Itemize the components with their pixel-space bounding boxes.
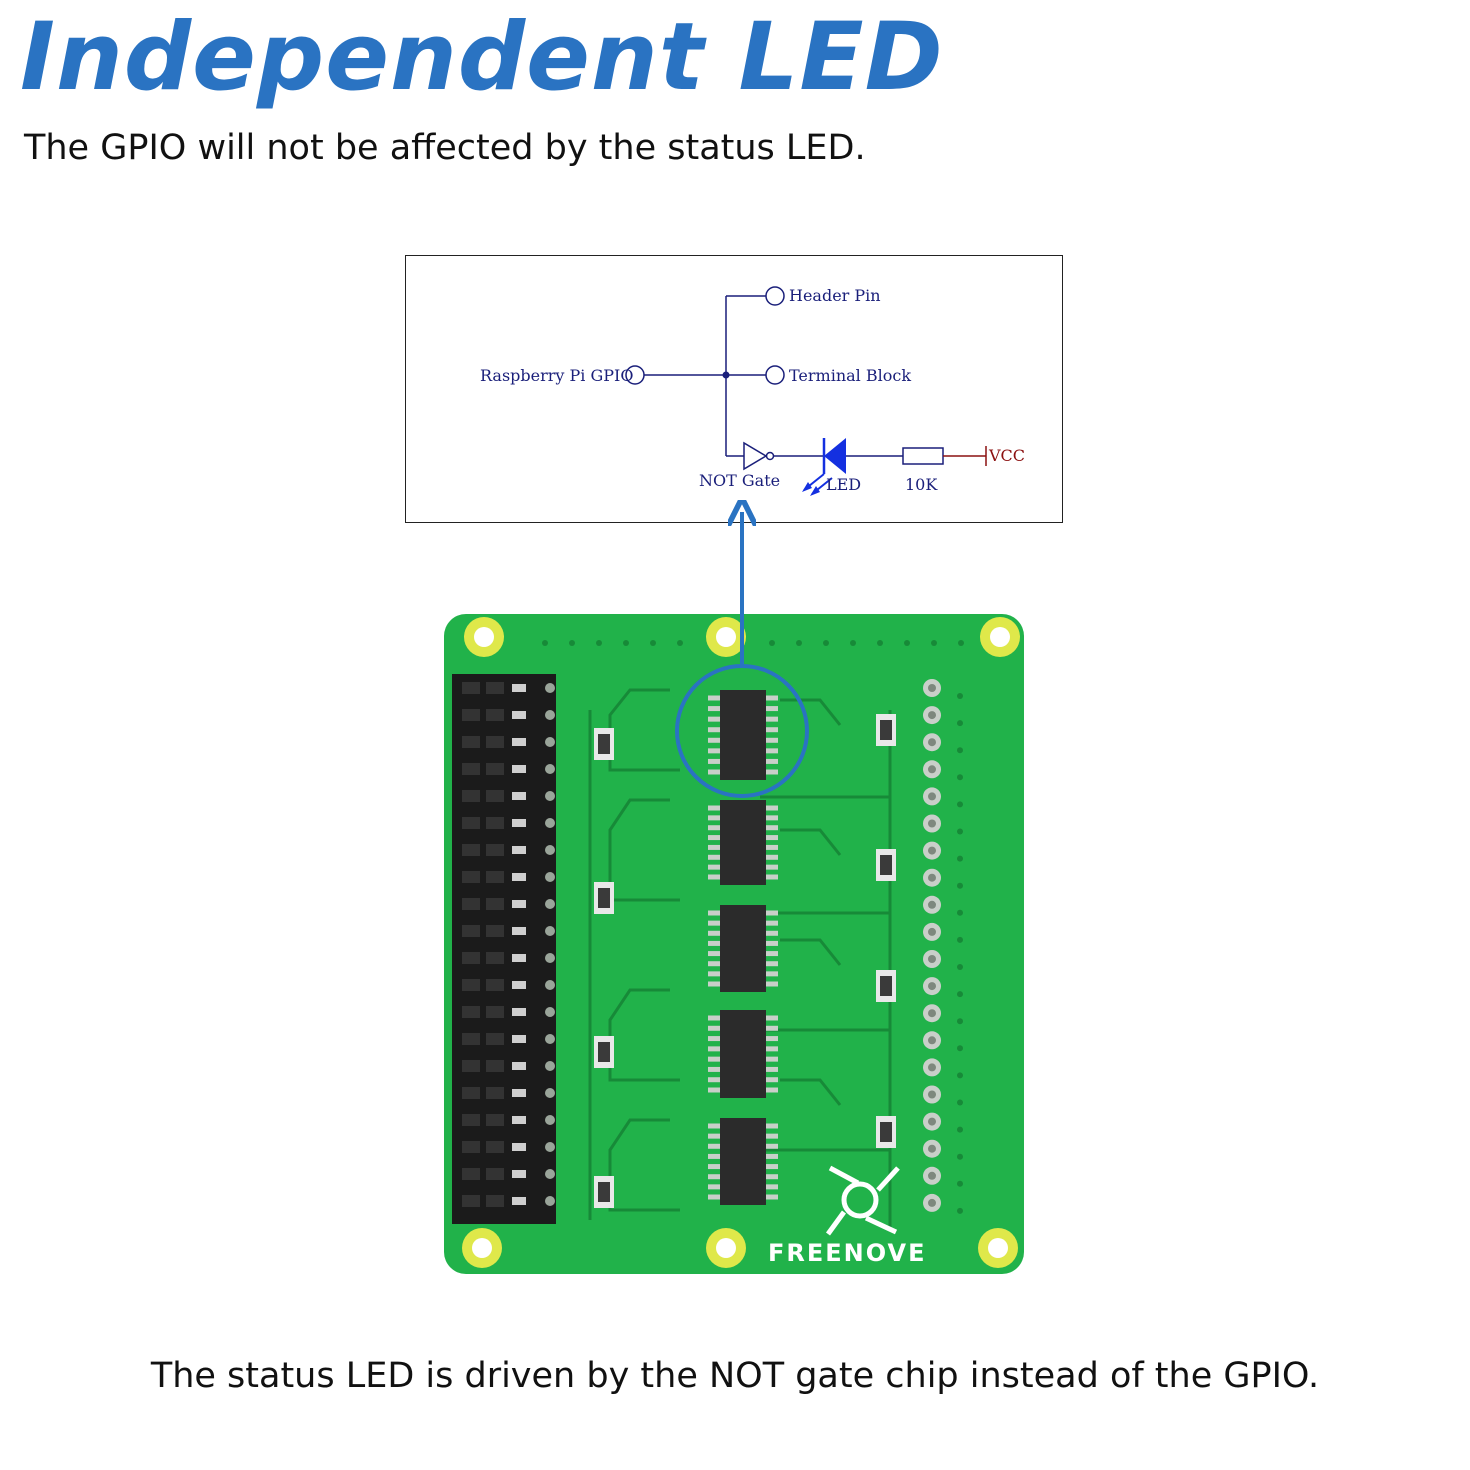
header-pins xyxy=(462,682,555,1207)
freenove-logo-icon xyxy=(825,1165,900,1236)
page-caption: The status LED is driven by the NOT gate… xyxy=(150,1356,1320,1396)
mounting-holes xyxy=(462,617,1020,1268)
freenove-logo-text: FREENOVE xyxy=(768,1239,926,1267)
gpio-terminal xyxy=(625,365,645,385)
not-gate-symbol xyxy=(743,441,768,471)
gpio-label: Raspberry Pi GPIO xyxy=(480,366,634,385)
resistors xyxy=(594,714,896,1208)
right-via-column xyxy=(957,693,963,1214)
header-pin-label: Header Pin xyxy=(789,286,881,305)
schematic-drawing: Raspberry Pi GPIO Header Pin Terminal Bl… xyxy=(480,286,1025,496)
resistor-label: 10K xyxy=(905,475,938,494)
page-title: Independent LED xyxy=(20,3,944,112)
not-gate-label: NOT Gate xyxy=(699,471,780,490)
led-label: LED xyxy=(826,475,861,494)
not-gate-bubble xyxy=(765,451,775,461)
vcc-symbol xyxy=(943,446,987,466)
resistor-symbol xyxy=(902,447,944,465)
vcc-label: VCC xyxy=(988,446,1025,465)
top-via-row xyxy=(542,640,964,646)
header-pin-terminal xyxy=(765,286,785,306)
page-subtitle: The GPIO will not be affected by the sta… xyxy=(24,128,866,168)
terminal-pads xyxy=(923,679,941,1212)
junction-dot xyxy=(722,371,730,379)
pcb-board-illustration: FREENOVE xyxy=(400,500,1080,1294)
led-symbol xyxy=(802,438,846,496)
terminal-block-label: Terminal Block xyxy=(789,366,911,385)
circuit-schematic: Raspberry Pi GPIO Header Pin Terminal Bl… xyxy=(405,255,1063,523)
not-gate-chips xyxy=(708,690,778,1205)
pcb-drawing: FREENOVE xyxy=(444,500,1024,1274)
terminal-block-terminal xyxy=(765,365,785,385)
